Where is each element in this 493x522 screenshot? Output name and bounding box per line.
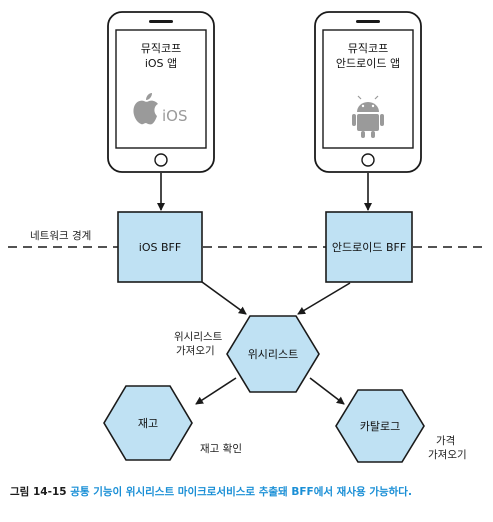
android-app-title-line1: 뮤직코프 [348, 42, 388, 55]
android-phone-speaker [356, 20, 380, 23]
android-phone-home-button [361, 153, 375, 167]
ios-platform-text: iOS [162, 107, 188, 125]
catalog-service-label: 카탈로그 [360, 420, 400, 433]
arrow-wishlist-to-inventory [195, 377, 237, 405]
price-fetch-label-line1: 가격 [436, 434, 455, 447]
arrow-wishlist-to-catalog [309, 377, 345, 405]
network-boundary-label: 네트워크 경계 [30, 229, 91, 242]
wishlist-fetch-label-line2: 가져오기 [176, 345, 215, 357]
inventory-service: 재고 [103, 385, 193, 461]
price-fetch-label-line2: 가져오기 [428, 449, 467, 461]
catalog-service: 카탈로그 [335, 389, 425, 463]
figure-caption: 그림 14-15 공통 기능이 위시리스트 마이크로서비스로 추출돼 BFF에서… [10, 484, 490, 499]
apple-icon [133, 93, 158, 125]
arrow-android-bff-to-wishlist [297, 282, 351, 315]
wishlist-service-label: 위시리스트 [248, 348, 299, 361]
ios-bff-box: iOS BFF [117, 211, 203, 283]
wishlist-fetch-label-line1: 위시리스트 [174, 330, 223, 343]
ios-phone: 뮤직코프 iOS 앱 iOS [107, 11, 215, 173]
android-icon [352, 95, 384, 138]
ios-phone-speaker [149, 20, 173, 23]
android-phone: 뮤직코프 안드로이드 앱 [314, 11, 422, 173]
ios-app-title-line1: 뮤직코프 [141, 42, 181, 55]
ios-app-title-line2: iOS 앱 [145, 57, 177, 70]
figure-caption-text: 공통 기능이 위시리스트 마이크로서비스로 추출돼 BFF에서 재사용 가능하다… [70, 486, 412, 498]
arrow-ios-bff-to-wishlist [201, 281, 247, 315]
figure-number: 그림 14-15 [10, 486, 67, 498]
wishlist-service: 위시리스트 [226, 315, 320, 393]
android-bff-label: 안드로이드 BFF [332, 241, 406, 254]
ios-phone-screen [115, 29, 207, 149]
android-app-title-line2: 안드로이드 앱 [336, 57, 400, 70]
ios-phone-home-button [154, 153, 168, 167]
ios-bff-label: iOS BFF [139, 241, 181, 254]
inventory-service-label: 재고 [138, 417, 158, 430]
android-bff-box: 안드로이드 BFF [325, 211, 413, 283]
stock-check-label: 재고 확인 [200, 442, 242, 455]
